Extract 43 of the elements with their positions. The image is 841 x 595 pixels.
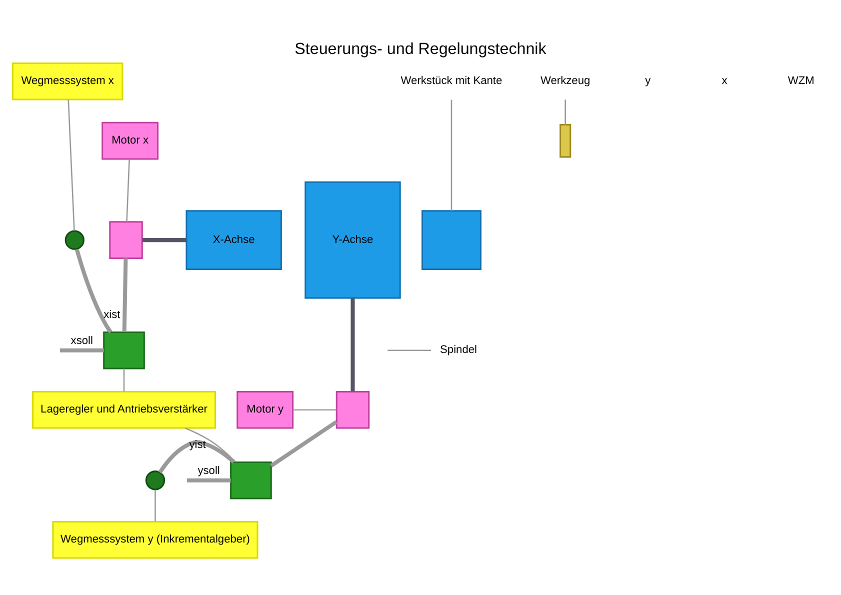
node-bar [560,124,572,158]
edge-label: ysoll [198,465,220,478]
connector [450,100,452,211]
label: WZM [788,75,814,88]
connector [184,428,236,462]
connector [154,490,156,522]
node-box: X-Achse [186,210,282,270]
connector [388,350,432,352]
connector [350,298,355,392]
node-circle [64,230,84,250]
connector [60,348,104,352]
connector [142,238,186,242]
node-box [422,210,482,270]
node-box [230,462,272,500]
edge-label: xist [104,308,120,321]
connector [564,100,566,125]
node-box: Motor y [236,390,294,429]
label: x [722,75,728,88]
node-circle [145,470,166,490]
edge-label: yist [189,438,206,451]
node-box: Motor x [102,122,159,160]
node-box [109,221,143,259]
edge-label: xsoll [70,335,93,348]
node-box [103,332,145,370]
node-box [336,390,370,429]
connector [186,478,231,482]
node-box: Lageregler und Antriebsverstärker [32,390,216,429]
connector [158,440,236,474]
label: y [645,75,651,88]
connector [122,258,128,332]
node-text: Werkzeug [540,75,590,88]
connector [270,420,338,468]
connector [126,159,130,222]
connector [123,368,125,392]
connector [68,100,75,231]
node-box: Wegmesssystem y (Inkrementalgeber) [52,520,258,559]
connector [74,248,112,334]
node-text: Spindel [440,344,478,356]
connector [292,409,336,410]
node-text: Werkstück mit Kante [400,75,502,88]
node-box: Wegmesssystem x [12,62,124,100]
node-box: Y-Achse [304,181,401,299]
diagram-title: Steuerungs- und Regelungstechnik [294,40,546,58]
